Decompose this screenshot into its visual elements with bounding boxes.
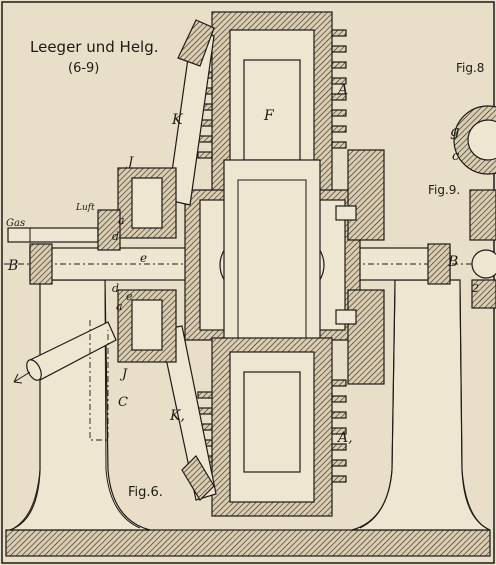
right-lower-housing <box>347 289 385 385</box>
label-2: 2 <box>471 282 479 295</box>
label-d-top: d <box>112 230 119 243</box>
fig9-detail <box>469 189 496 241</box>
label-g: g <box>450 122 460 140</box>
diagram-title: Leeger und Helg. <box>30 38 159 56</box>
label-K-bottom: K, <box>169 408 185 424</box>
label-C: C <box>118 395 128 410</box>
right-upper-housing <box>347 149 385 241</box>
label-J-top: J <box>125 155 134 170</box>
gas-inlet-pipe <box>7 227 99 243</box>
label-e-lower: e <box>126 290 133 303</box>
label-luft: Luft <box>75 203 95 213</box>
label-a-bottom: a <box>116 300 123 313</box>
piston-F-lower <box>243 371 301 473</box>
label-K-top: K <box>171 112 184 128</box>
label-d-bottom: d <box>112 282 119 295</box>
label-a-top: a <box>118 214 125 227</box>
connecting-frame <box>223 159 321 371</box>
fig8-caption: Fig.8 <box>456 61 484 75</box>
label-gas: Gas <box>6 218 25 229</box>
fig6-caption: Fig.6. <box>128 485 163 500</box>
left-pedestal <box>9 279 151 531</box>
fig9-caption: Fig.9. <box>428 183 460 197</box>
label-c: c <box>452 149 460 164</box>
base-plate <box>5 529 491 557</box>
label-B-left: B <box>7 258 18 274</box>
label-A1: A, <box>336 430 353 446</box>
label-B-right: B <box>447 254 458 270</box>
label-J-bottom: J <box>119 367 128 382</box>
label-e: e <box>140 251 147 265</box>
label-A: A <box>336 82 348 98</box>
transfer-pipe-K <box>167 29 215 206</box>
label-F: F <box>263 108 275 124</box>
diagram-subtitle: (6-9) <box>68 61 99 76</box>
